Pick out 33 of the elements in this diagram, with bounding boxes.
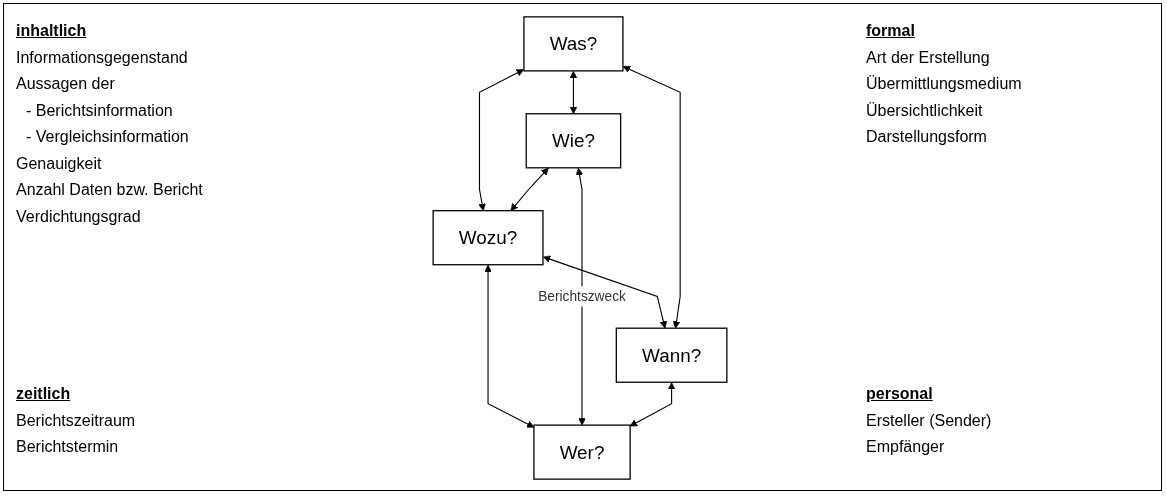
list-item: Informationsgegenstand (16, 48, 188, 66)
list-item: Anzahl Daten bzw. Bericht (16, 181, 203, 198)
arrow (575, 167, 586, 426)
list-item: Übermittlungsmedium (866, 75, 1022, 92)
arrow (542, 255, 668, 329)
list-item: Art der Erstellung (866, 48, 990, 66)
node-box: Wer? (533, 424, 631, 480)
arrow (510, 167, 549, 212)
arrow (484, 264, 535, 428)
node-box: Wie? (525, 113, 622, 169)
list-item: Genauigkeit (16, 154, 102, 172)
section-heading: formal (866, 22, 915, 39)
list-item: Berichtszeitraum (16, 411, 136, 429)
section-heading: personal (866, 385, 933, 402)
arrow (629, 382, 676, 427)
node-box: Wozu? (432, 210, 544, 266)
arrow (478, 69, 524, 212)
list-item: - Berichtsinformation (26, 101, 173, 119)
list-item: - Vergleichsinformation (26, 128, 189, 145)
list-item: Berichtstermin (16, 438, 119, 455)
list-item: Übersichtlichkeit (866, 101, 983, 119)
list-item: Verdichtungsgrad (16, 207, 141, 225)
arrow (569, 70, 578, 115)
section-heading: inhaltlich (16, 22, 87, 39)
node-box: Was? (523, 16, 624, 72)
list-item: Empfänger (866, 438, 945, 455)
node-box: Wann? (615, 327, 728, 383)
list-item: Ersteller (Sender) (866, 411, 992, 429)
arrow (622, 65, 681, 329)
section-heading: zeitlich (16, 385, 71, 402)
edge-label: Berichtszweck (538, 288, 626, 304)
list-item: Darstellungsform (866, 128, 987, 145)
list-item: Aussagen der (16, 75, 115, 92)
